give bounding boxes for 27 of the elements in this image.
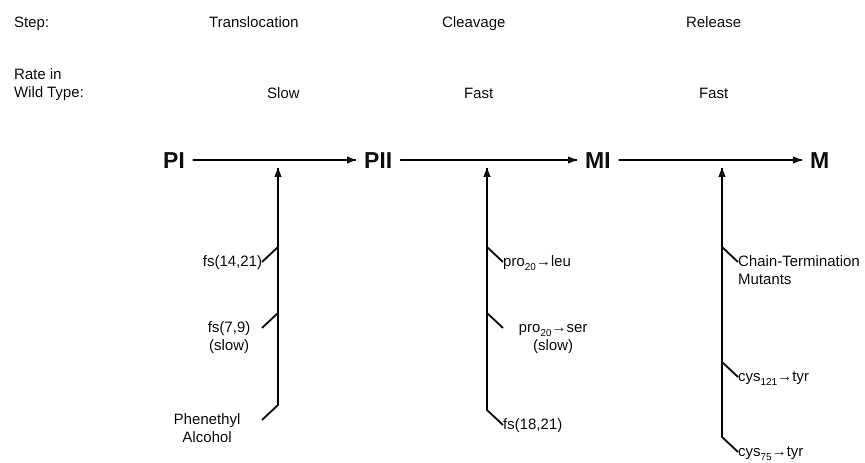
step-name: Translocation	[209, 14, 298, 32]
rate-value: Fast	[464, 85, 494, 103]
arrow	[400, 156, 577, 164]
row-heading: Rate in Wild Type:	[14, 66, 85, 102]
mutant-label: pro$_{20}$→leu	[503, 253, 613, 271]
protein-form-label: PI	[163, 147, 185, 173]
mutant-label: fs(14,21)	[162, 253, 262, 271]
mutant-label: fs(18,21)	[503, 416, 603, 434]
effect-arrow	[718, 168, 739, 453]
effect-arrow	[483, 168, 504, 426]
mutant-label: cys$_{121}$→tyr	[738, 368, 858, 386]
protein-form-label: MI	[585, 147, 611, 173]
arrow	[618, 156, 802, 164]
effect-arrow	[261, 168, 282, 421]
mutant-label: pro$_{20}$→ser (slow)	[503, 319, 603, 355]
mutant-label: Phenethyl Alcohol	[152, 411, 262, 447]
mutant-label: fs(7,9) (slow)	[196, 319, 262, 355]
rate-value: Slow	[267, 85, 300, 103]
mutant-label: cys$_{75}$→tyr	[738, 443, 858, 461]
step-name: Cleavage	[442, 14, 506, 32]
protein-form-label: PII	[364, 147, 392, 173]
mutant-label: Chain-Termination Mutants	[738, 253, 863, 289]
row-heading: Step:	[14, 14, 50, 32]
rate-value: Fast	[699, 85, 728, 103]
step-name: Release	[686, 14, 742, 32]
protein-form-label: M	[810, 147, 830, 173]
arrow	[192, 156, 356, 164]
